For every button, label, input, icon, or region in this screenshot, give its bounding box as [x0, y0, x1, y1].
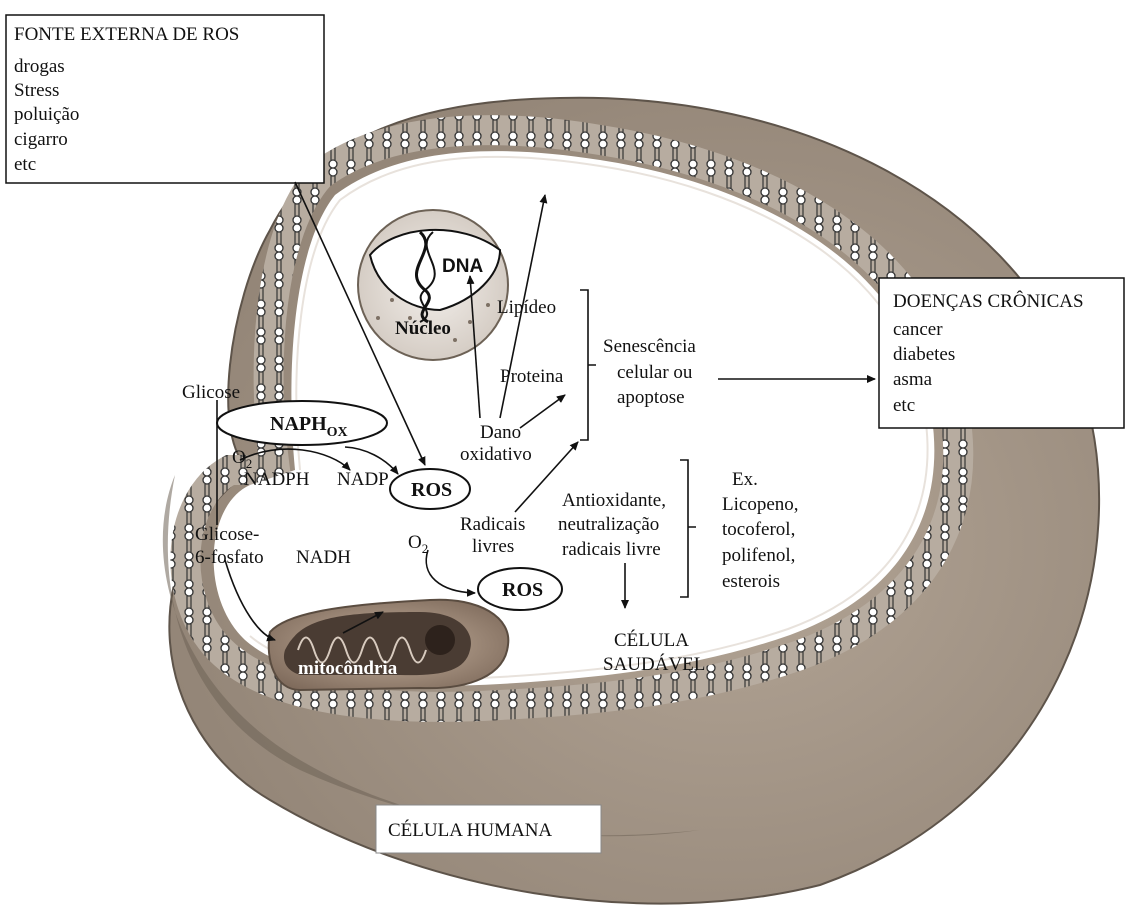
ros-1: ROS	[390, 469, 470, 509]
disease-item-2: diabetes	[893, 344, 955, 365]
glicose-label: Glicose	[182, 382, 240, 403]
ex-label-3: tocoferol,	[722, 519, 795, 540]
cell-label-box: CÉLULA HUMANA	[376, 805, 601, 853]
cell-label: CÉLULA HUMANA	[388, 819, 552, 841]
dano-label-1: Dano	[480, 422, 521, 443]
naph-ox-enzyme: NAPHOX	[217, 401, 387, 445]
dano-label-2: oxidativo	[460, 444, 532, 465]
o2-top-label: O	[232, 447, 246, 468]
o2-low-sub: 2	[422, 541, 429, 556]
saudavel-label-2: SAUDÁVEL	[603, 653, 705, 675]
naph-sub: OX	[327, 425, 348, 440]
antiox-label-3: radicais livre	[562, 539, 661, 560]
disease-item-4: etc	[893, 395, 915, 416]
antiox-label-1: Antioxidante,	[562, 490, 666, 511]
ros-2: ROS	[478, 568, 562, 610]
ex-label-4: polifenol,	[722, 545, 795, 566]
external-item-4: cigarro	[14, 129, 68, 150]
external-item-2: Stress	[14, 80, 59, 101]
external-source-box: FONTE EXTERNA DE ROS drogas Stress polui…	[6, 15, 324, 183]
ex-label-1: Ex.	[732, 469, 758, 490]
chronic-disease-box: DOENÇAS CRÔNICAS cancer diabetes asma et…	[879, 278, 1124, 428]
dna-label: DNA	[442, 256, 483, 277]
antiox-label-2: neutralização	[558, 514, 659, 535]
glicose6-label-1: Glicose-	[195, 524, 259, 545]
nucleus-label: Núcleo	[395, 318, 451, 339]
nadph-label: NADPH	[244, 469, 310, 490]
radicais-label-2: livres	[472, 536, 514, 557]
ros-2-label: ROS	[502, 579, 543, 601]
senescencia-label-1: Senescência	[603, 336, 696, 357]
ex-label-5: esterois	[722, 571, 780, 592]
external-item-5: etc	[14, 154, 36, 175]
glicose6-label-2: 6-fosfato	[195, 547, 264, 568]
naph-main: NAPH	[270, 413, 327, 435]
saudavel-label-1: CÉLULA	[614, 629, 689, 651]
disease-item-3: asma	[893, 369, 933, 390]
proteina-label: Proteina	[500, 366, 564, 387]
nadp-label: NADP	[337, 469, 389, 490]
disease-title: DOENÇAS CRÔNICAS	[893, 290, 1084, 312]
disease-item-1: cancer	[893, 319, 943, 340]
radicais-label-1: Radicais	[460, 514, 525, 535]
external-item-3: poluição	[14, 104, 79, 125]
senescencia-label-3: apoptose	[617, 387, 685, 408]
ros-1-label: ROS	[411, 479, 452, 501]
ex-label-2: Licopeno,	[722, 494, 799, 515]
o2-low-label: O	[408, 532, 422, 553]
nadh-label: NADH	[296, 547, 351, 568]
nucleus: DNA Núcleo	[358, 210, 508, 360]
lipideo-label: Lipídeo	[497, 297, 556, 318]
senescencia-label-2: celular ou	[617, 362, 693, 383]
external-item-1: drogas	[14, 56, 65, 77]
mito-label: mitocôndria	[298, 658, 398, 679]
external-title: FONTE EXTERNA DE ROS	[14, 24, 239, 45]
